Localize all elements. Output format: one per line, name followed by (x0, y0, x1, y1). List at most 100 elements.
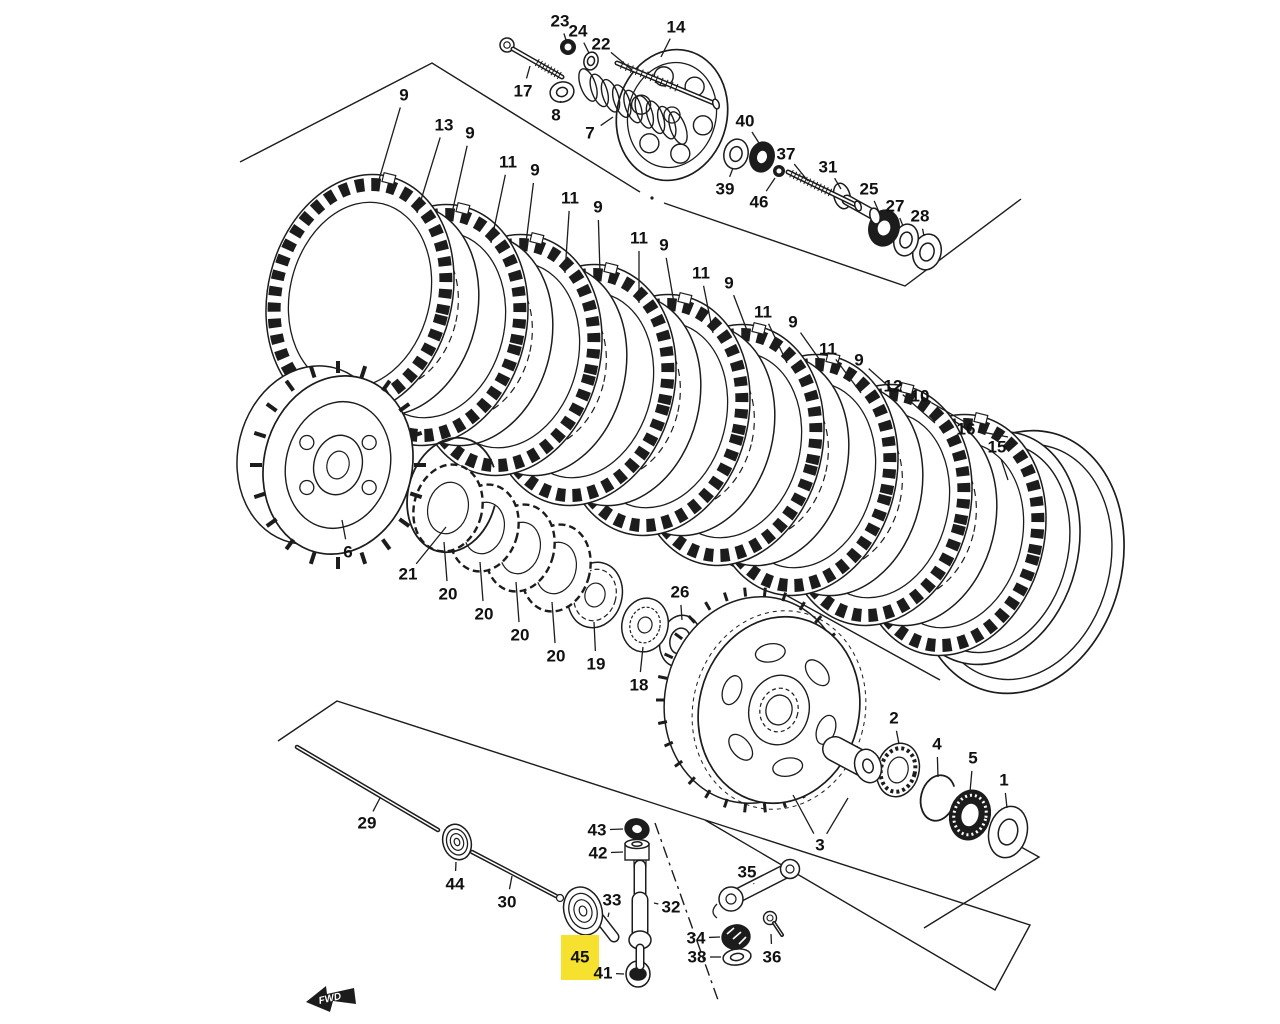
part-label-9-21[interactable]: 9 (593, 198, 602, 217)
part-label-4-45[interactable]: 4 (932, 735, 942, 754)
part-label-27-13[interactable]: 27 (886, 197, 905, 216)
part-3-gear-tooth (762, 803, 767, 813)
part-label-3-43[interactable]: 3 (815, 836, 824, 855)
part-label-45-55[interactable]: 45 (571, 948, 590, 967)
thread-tick (537, 60, 543, 69)
part-label-9-27[interactable]: 9 (788, 313, 797, 332)
part-label-9-23[interactable]: 9 (659, 236, 668, 255)
part-44-shape (445, 828, 469, 856)
part-label-43-51[interactable]: 43 (588, 821, 607, 840)
part-3-shape (747, 674, 811, 746)
part-label-41-56[interactable]: 41 (594, 964, 613, 983)
part-label-22-2[interactable]: 22 (592, 35, 611, 54)
part-14-boss (639, 133, 660, 154)
part-label-11-18[interactable]: 11 (499, 153, 517, 172)
part-6-tooth (409, 430, 423, 439)
part-39-shape (723, 138, 749, 170)
part-label-7-5[interactable]: 7 (585, 124, 594, 143)
part-35-shape (779, 858, 801, 880)
part-label-11-20[interactable]: 11 (561, 189, 579, 208)
part-label-34-58[interactable]: 34 (687, 929, 706, 948)
part-label-33-54[interactable]: 33 (603, 891, 622, 910)
leader-line (341, 519, 347, 540)
frame-panel-line-5 (277, 700, 1032, 991)
part-label-32-53[interactable]: 32 (662, 898, 681, 917)
part-label-31-11[interactable]: 31 (819, 158, 838, 177)
part-label-17-3[interactable]: 17 (514, 82, 533, 101)
part-7-coil-loop (668, 111, 688, 145)
part-3-gear-tooth (814, 615, 823, 624)
part-label-46-9[interactable]: 46 (750, 193, 769, 212)
part-label-11-22[interactable]: 11 (630, 229, 648, 248)
part-label-25-12[interactable]: 25 (860, 180, 879, 199)
part-label-9-25[interactable]: 9 (724, 274, 733, 293)
part-label-21-35[interactable]: 21 (399, 565, 418, 584)
part-label-8-4[interactable]: 8 (551, 106, 560, 125)
thread-tick (649, 73, 654, 82)
part-label-44-49[interactable]: 44 (446, 875, 465, 894)
part-3-gear-tooth (781, 592, 788, 602)
leader-line (868, 368, 897, 394)
part-label-20-36[interactable]: 20 (439, 585, 458, 604)
part-label-11-28[interactable]: 11 (819, 340, 837, 359)
part-label-35-57[interactable]: 35 (738, 863, 757, 882)
part-label-36-60[interactable]: 36 (763, 948, 782, 967)
thread-tick (654, 75, 659, 84)
part-label-15-33[interactable]: 15 (988, 438, 1007, 457)
frame-panel-line-0 (239, 62, 641, 193)
part-label-28-14[interactable]: 28 (911, 207, 930, 226)
part-label-1-47[interactable]: 1 (999, 771, 1008, 790)
part-label-9-29[interactable]: 9 (854, 351, 863, 370)
part-8-shape (555, 86, 569, 98)
part-label-20-39[interactable]: 20 (547, 647, 566, 666)
part-label-10-31[interactable]: 10 (911, 387, 930, 406)
part-label-29-48[interactable]: 29 (358, 814, 377, 833)
thread-tick (624, 63, 629, 71)
part-label-24-1[interactable]: 24 (569, 22, 588, 41)
part-label-38-59[interactable]: 38 (688, 948, 707, 967)
part-label-20-38[interactable]: 20 (511, 626, 530, 645)
part-6-tooth (308, 365, 317, 379)
part-label-11-24[interactable]: 11 (692, 264, 710, 283)
part-label-40-7[interactable]: 40 (736, 112, 755, 131)
thread-tick (556, 71, 562, 80)
part-label-14-6[interactable]: 14 (667, 18, 686, 37)
part-label-19-40[interactable]: 19 (587, 655, 606, 674)
part-label-37-10[interactable]: 37 (777, 145, 796, 164)
part-label-12-30[interactable]: 12 (884, 377, 903, 396)
part-label-18-41[interactable]: 18 (630, 676, 649, 695)
part-3-sleeve-hole (862, 758, 874, 774)
part-3-gear-tooth (687, 615, 696, 624)
part-34-shape (738, 936, 747, 945)
part-label-26-42[interactable]: 26 (671, 583, 690, 602)
part-label-13-16[interactable]: 13 (435, 116, 454, 135)
part-label-39-8[interactable]: 39 (716, 180, 735, 199)
part-3-gear-tooth (743, 587, 748, 597)
part-label-42-52[interactable]: 42 (589, 844, 608, 863)
leader-line (377, 107, 401, 184)
part-label-9-15[interactable]: 9 (399, 86, 408, 105)
part-24-shape (583, 51, 599, 71)
part-34-shape (732, 931, 742, 940)
highlight-box-part-45[interactable] (561, 935, 599, 980)
part-label-9-19[interactable]: 9 (530, 161, 539, 180)
part-label-6-34[interactable]: 6 (343, 543, 352, 562)
thread-tick (674, 83, 679, 92)
frame-dash-dot (650, 196, 654, 200)
leader-line (733, 294, 749, 334)
part-1-shape (987, 805, 1029, 859)
thread-tick (544, 64, 550, 72)
fwd-arrow-label: FWD (318, 991, 343, 1007)
part-label-20-37[interactable]: 20 (475, 605, 494, 624)
part-label-30-50[interactable]: 30 (498, 893, 517, 912)
part-label-11-26[interactable]: 11 (754, 303, 772, 322)
part-label-5-46[interactable]: 5 (968, 749, 977, 768)
part-label-2-44[interactable]: 2 (889, 709, 898, 728)
leader-line (765, 177, 776, 192)
leader-line (902, 394, 936, 424)
part-label-23-0[interactable]: 23 (551, 12, 570, 31)
part-label-9-17[interactable]: 9 (465, 124, 474, 143)
part-label-16-32[interactable]: 16 (957, 420, 976, 439)
friction-plate-pads (267, 177, 453, 413)
